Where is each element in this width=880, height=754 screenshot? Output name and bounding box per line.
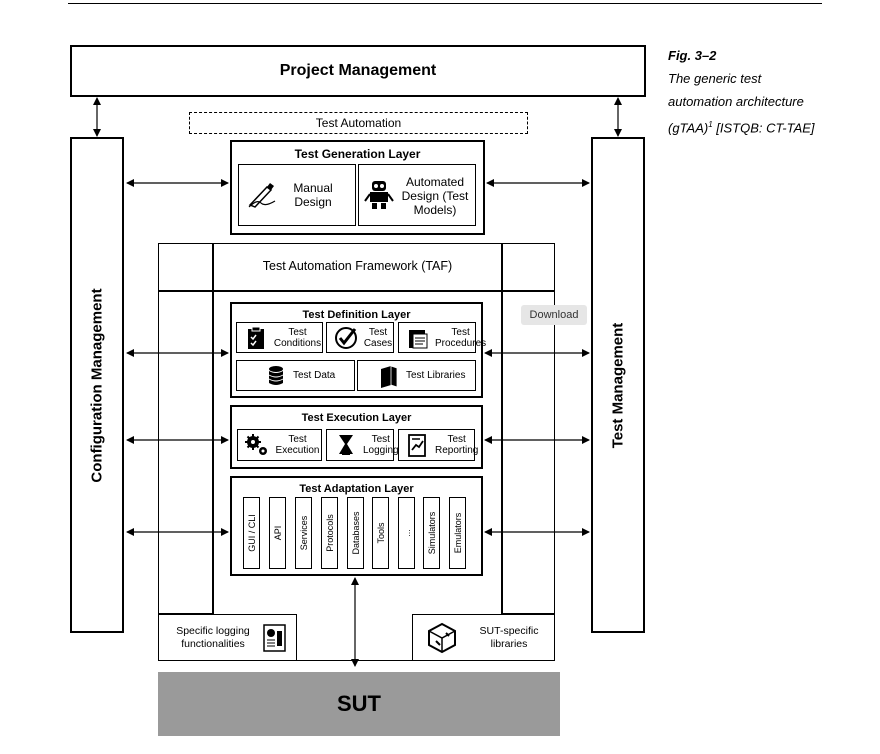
clipboard-icon: [248, 326, 264, 349]
adaptation-tile: Emulators: [449, 497, 466, 569]
caption-line: (gTAA)1 [ISTQB: CT-TAE]: [668, 120, 815, 136]
sut-specific-libraries-box: SUT-specific libraries: [412, 614, 555, 661]
report-icon: [408, 434, 426, 457]
taf-left-bar: [212, 243, 214, 614]
test-libraries-tile: Test Libraries: [357, 360, 476, 391]
automated-design-label: Automated Design (Test Models): [401, 175, 469, 217]
specific-logging-label: Specific logging functionalities: [176, 625, 250, 650]
figure-caption: Fig. 3–2 The generic test automation arc…: [668, 44, 868, 139]
top-rule: [68, 3, 822, 4]
adaptation-tile: Protocols: [321, 497, 338, 569]
log-document-icon: [263, 624, 286, 652]
adaptation-tile: Tools: [372, 497, 389, 569]
adaptation-tile: GUI / CLI: [243, 497, 260, 569]
cube-tools-icon: [428, 622, 456, 654]
gears-icon: [245, 434, 267, 455]
folder-icon: [409, 329, 428, 348]
taf-bottom-line-right: [501, 613, 555, 615]
test-conditions-tile: Test Conditions: [236, 322, 323, 353]
adaptation-tile: ...: [398, 497, 415, 569]
test-cases-tile: Test Cases: [326, 322, 394, 353]
checkmark-icon: [335, 326, 357, 349]
test-logging-tile: Test Logging: [326, 429, 399, 461]
test-execution-tile: Test Execution: [237, 429, 322, 461]
taf-header-divider: [158, 290, 555, 292]
test-execution-title: Test Execution Layer: [301, 412, 412, 424]
test-procedures-tile: Test Procedures: [398, 322, 486, 353]
caption-line: automation architecture: [668, 94, 804, 109]
test-generation-title: Test Generation Layer: [294, 147, 421, 161]
robot-icon: [364, 181, 394, 209]
test-automation-box: Test Automation: [189, 112, 528, 134]
taf-right-bar: [501, 243, 503, 614]
test-execution-label: Test Execution: [275, 434, 320, 456]
adaptation-tile: Databases: [347, 497, 364, 569]
pen-hand-icon: [248, 183, 276, 208]
download-button[interactable]: Download: [521, 305, 587, 325]
test-cases-label: Test Cases: [363, 326, 393, 349]
test-reporting-tile: Test Reporting: [398, 429, 479, 461]
test-adaptation-title: Test Adaptation Layer: [299, 483, 414, 495]
test-definition-title: Test Definition Layer: [302, 309, 411, 321]
test-procedures-label: Test Procedures: [435, 326, 487, 349]
automated-design-tile: Automated Design (Test Models): [358, 164, 476, 226]
recorder-icon: [339, 435, 353, 455]
figure-number: Fig. 3–2: [668, 48, 717, 63]
test-conditions-label: Test Conditions: [273, 326, 322, 349]
test-data-tile: Test Data: [236, 360, 355, 391]
manual-design-tile: Manual Design: [238, 164, 356, 226]
database-icon: [268, 365, 284, 385]
test-libraries-label: Test Libraries: [406, 370, 466, 381]
sut-specific-libraries-label: SUT-specific libraries: [479, 625, 539, 650]
adaptation-tile: Simulators: [423, 497, 440, 569]
test-management-box: Test Management: [591, 137, 645, 633]
test-logging-label: Test Logging: [363, 434, 399, 456]
taf-bottom-line-left: [158, 613, 214, 615]
taf-title: Test Automation Framework (TAF): [262, 259, 453, 273]
caption-line: The generic test: [668, 71, 762, 86]
configuration-management-box: Configuration Management: [70, 137, 124, 633]
sut-box: SUT: [158, 672, 560, 736]
adaptation-tile: Services: [295, 497, 312, 569]
specific-logging-box: Specific logging functionalities: [158, 614, 297, 661]
books-icon: [381, 364, 398, 388]
test-reporting-label: Test Reporting: [435, 434, 479, 456]
project-management-box: Project Management: [70, 45, 646, 97]
adaptation-tile: API: [269, 497, 286, 569]
test-data-label: Test Data: [293, 370, 336, 381]
manual-design-label: Manual Design: [293, 181, 333, 209]
